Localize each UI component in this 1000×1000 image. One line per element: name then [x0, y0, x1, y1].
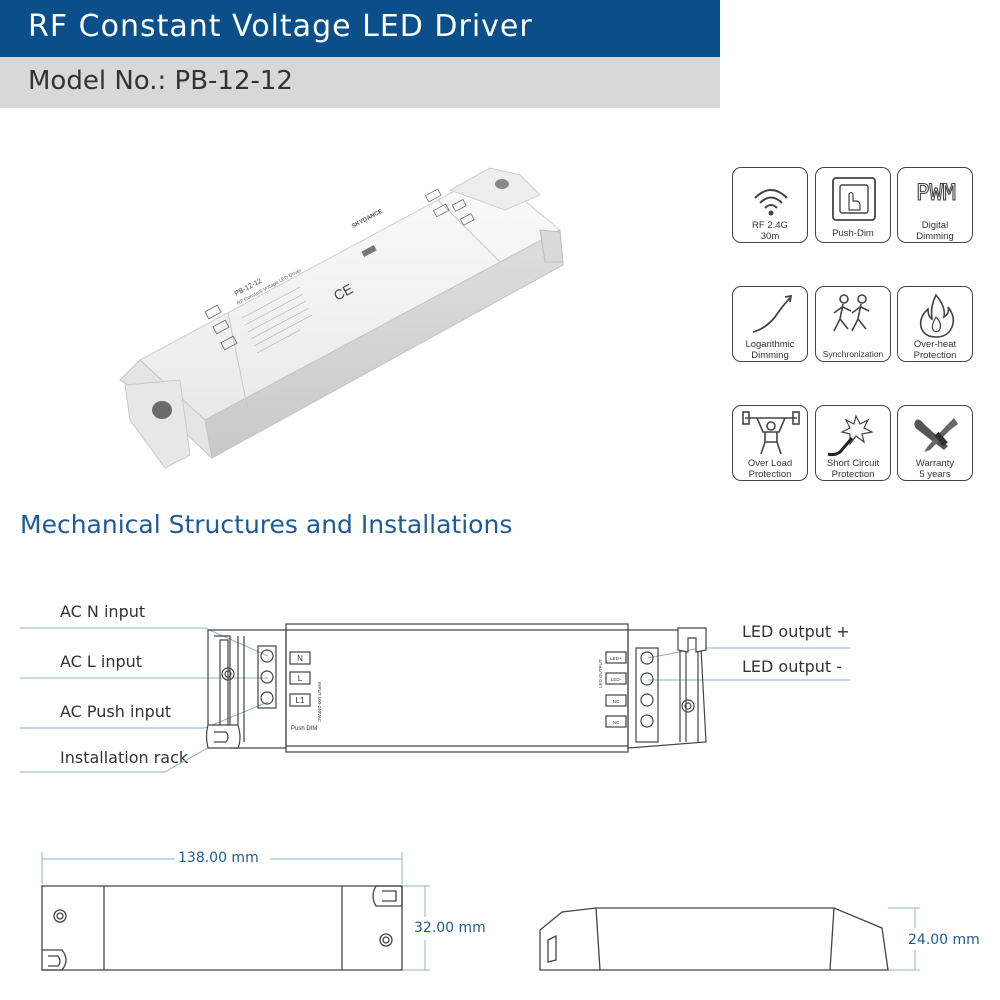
running-people-icon [833, 294, 870, 332]
product-subtitle-text: RF Constant Voltage LED Driver [236, 268, 303, 307]
feature-rf: RF 2.4G 30m [732, 167, 808, 243]
feature-pwm: PWM Digital Dimming [897, 167, 973, 243]
wifi-icon [754, 189, 788, 216]
tools-icon [914, 418, 958, 452]
terminal-l-label: L [298, 674, 303, 683]
input-vertical-label: INPUT 100-240VAC [317, 682, 322, 723]
callout-installation-rack: Installation rack [60, 748, 189, 767]
product-brand-text: SKYDANCE [351, 209, 384, 230]
feature-short: Short Circuit Protection [815, 405, 891, 481]
callout-ac-l: AC L input [60, 652, 143, 671]
weightlifter-icon [742, 411, 800, 455]
pwm-icon-text: PWM [916, 181, 956, 206]
feature-label: Warranty 5 years [915, 458, 955, 480]
output-nc-label: NC [613, 699, 620, 704]
page-title: RF Constant Voltage LED Driver [28, 9, 533, 44]
feature-label: RF 2.4G 30m [752, 220, 788, 242]
product-model-text: PB-12-12 [234, 278, 263, 298]
feature-label: Over Load Protection [747, 458, 793, 480]
callout-led-plus: LED output + [742, 622, 850, 641]
output-nc-label: NC [613, 720, 620, 725]
feature-label: Synchronization [822, 349, 884, 359]
feature-push: Push-Dim [815, 167, 891, 243]
output-led-plus-label: LED+ [610, 656, 622, 661]
feature-label: Short Circuit Protection [826, 458, 880, 480]
flame-icon [919, 293, 955, 338]
feature-label: Logarithmic Dimming [745, 339, 795, 361]
feature-label: Over-heat Protection [913, 339, 957, 361]
curve-arrow-icon [752, 294, 793, 333]
spark-plug-icon [827, 414, 874, 457]
feature-label: Push-Dim [832, 228, 874, 239]
feature-label: Digital Dimming [916, 220, 954, 242]
feature-heat: Over-heat Protection [897, 286, 973, 362]
feature-load: Over Load Protection [732, 405, 808, 481]
feature-log: Logarithmic Dimming [732, 286, 808, 362]
callout-ac-push: AC Push input [60, 702, 172, 721]
height-dimension: 24.00 mm [905, 932, 983, 948]
section-title: Mechanical Structures and Installations [20, 510, 513, 539]
feature-sync: Synchronization [815, 286, 891, 362]
callout-led-minus: LED output - [742, 657, 843, 676]
push-dim-label: Push DIM [291, 726, 317, 732]
terminal-n-label: N [297, 654, 303, 663]
svg-text:CE: CE [331, 280, 356, 303]
model-bar: Model No.: PB-12-12 [0, 57, 720, 108]
width-dimension: 32.00 mm [411, 920, 489, 936]
terminal-l1-label: L1 [296, 696, 305, 705]
led-output-vertical-label: LED OUTPUT [598, 659, 603, 688]
output-led-minus-label: LED- [611, 677, 622, 682]
push-hand-icon [832, 177, 876, 221]
title-bar: RF Constant Voltage LED Driver [0, 0, 720, 57]
pwm-text-icon: PWM [916, 180, 957, 206]
length-dimension: 138.00 mm [175, 850, 262, 866]
callout-ac-n: AC N input [60, 602, 146, 621]
feature-warranty: Warranty 5 years [897, 405, 973, 481]
model-number: Model No.: PB-12-12 [28, 66, 293, 96]
